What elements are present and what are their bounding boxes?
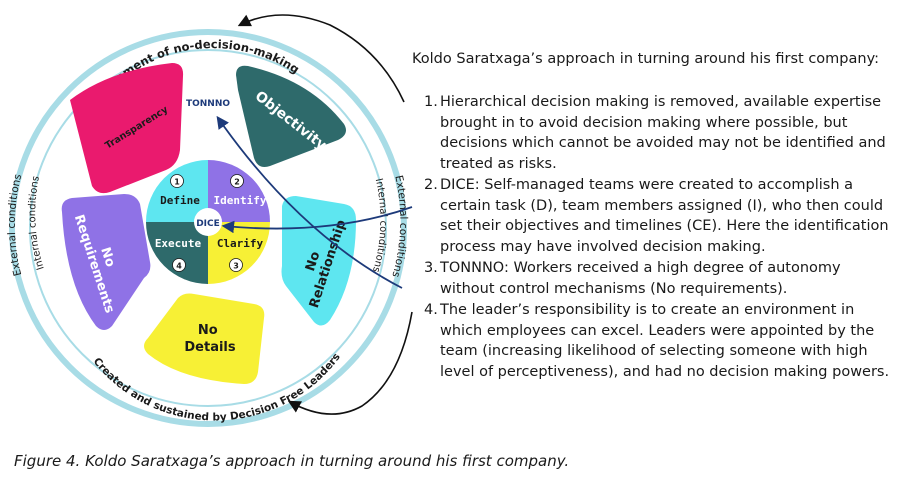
dice-number-3-badge [229, 258, 243, 272]
dice-clarify-label: Clarify [217, 237, 264, 250]
approach-point-3: 3.TONNNO: Workers received a high degree… [412, 258, 892, 299]
dice-number-2-badge [230, 174, 244, 188]
dice-number-2: 2 [234, 178, 240, 187]
dice-execute-label: Execute [155, 237, 202, 250]
arrow-to-top-ring [237, 14, 405, 103]
dice-number-3: 3 [233, 262, 239, 271]
segment-no-details [144, 293, 265, 384]
segment-no-details-label: No Details [184, 323, 236, 355]
intro-text: Koldo Saratxaga’s approach in turning ar… [412, 51, 879, 67]
segment-no-requirements [61, 194, 151, 330]
arrow-to-tonnno [216, 115, 403, 289]
approach-point-4: 4.The leader’s responsibility is to crea… [412, 300, 892, 382]
arrow-to-dice [221, 206, 413, 234]
inner-ring [29, 49, 387, 407]
point-number: 2. [424, 177, 438, 193]
segment-objectivity [236, 65, 346, 167]
point-text: Hierarchical decision making is removed,… [440, 94, 886, 172]
point-text: The leader’s responsibility is to create… [440, 302, 890, 380]
figure-caption: Figure 4. Koldo Saratxaga’s approach in … [14, 452, 570, 470]
point-text: TONNNO: Workers received a high degree o… [440, 260, 841, 297]
dice-number-1: 1 [174, 178, 180, 187]
no-relationship-line-1: No [303, 250, 323, 274]
no-requirements-line-1: No [97, 245, 117, 269]
dice-center-label: DICE [196, 219, 220, 229]
dice-define-label: Define [160, 194, 200, 207]
no-details-line-2: Details [184, 340, 236, 355]
arrow-to-bottom-ring [287, 311, 413, 415]
no-details-line-1: No [198, 323, 218, 338]
segment-transparency [70, 63, 184, 194]
point-number: 1. [424, 94, 438, 110]
point-number: 4. [424, 302, 438, 318]
approach-points-list: 1.Hierarchical decision making is remove… [412, 92, 892, 383]
dice-center-badge [194, 208, 222, 236]
dice-identify-label: Identify [214, 194, 267, 207]
dice-number-1-badge [170, 174, 184, 188]
approach-point-2: 2.DICE: Self-managed teams were created … [412, 175, 892, 257]
point-text: DICE: Self-managed teams were created to… [440, 177, 889, 255]
point-number: 3. [424, 260, 438, 276]
dice-quadrant-define [146, 160, 208, 222]
dice-number-4: 4 [176, 262, 182, 271]
dice-quadrant-clarify [208, 222, 270, 284]
dice-quadrant-identify [208, 160, 270, 222]
dice-circle: Define Identify Execute Clarify 1 2 3 4 … [146, 160, 270, 284]
dice-number-4-badge [172, 258, 186, 272]
dice-quadrant-execute [146, 222, 208, 284]
approach-point-1: 1.Hierarchical decision making is remove… [412, 92, 892, 174]
tonnno-label: TONNNO [186, 99, 230, 109]
